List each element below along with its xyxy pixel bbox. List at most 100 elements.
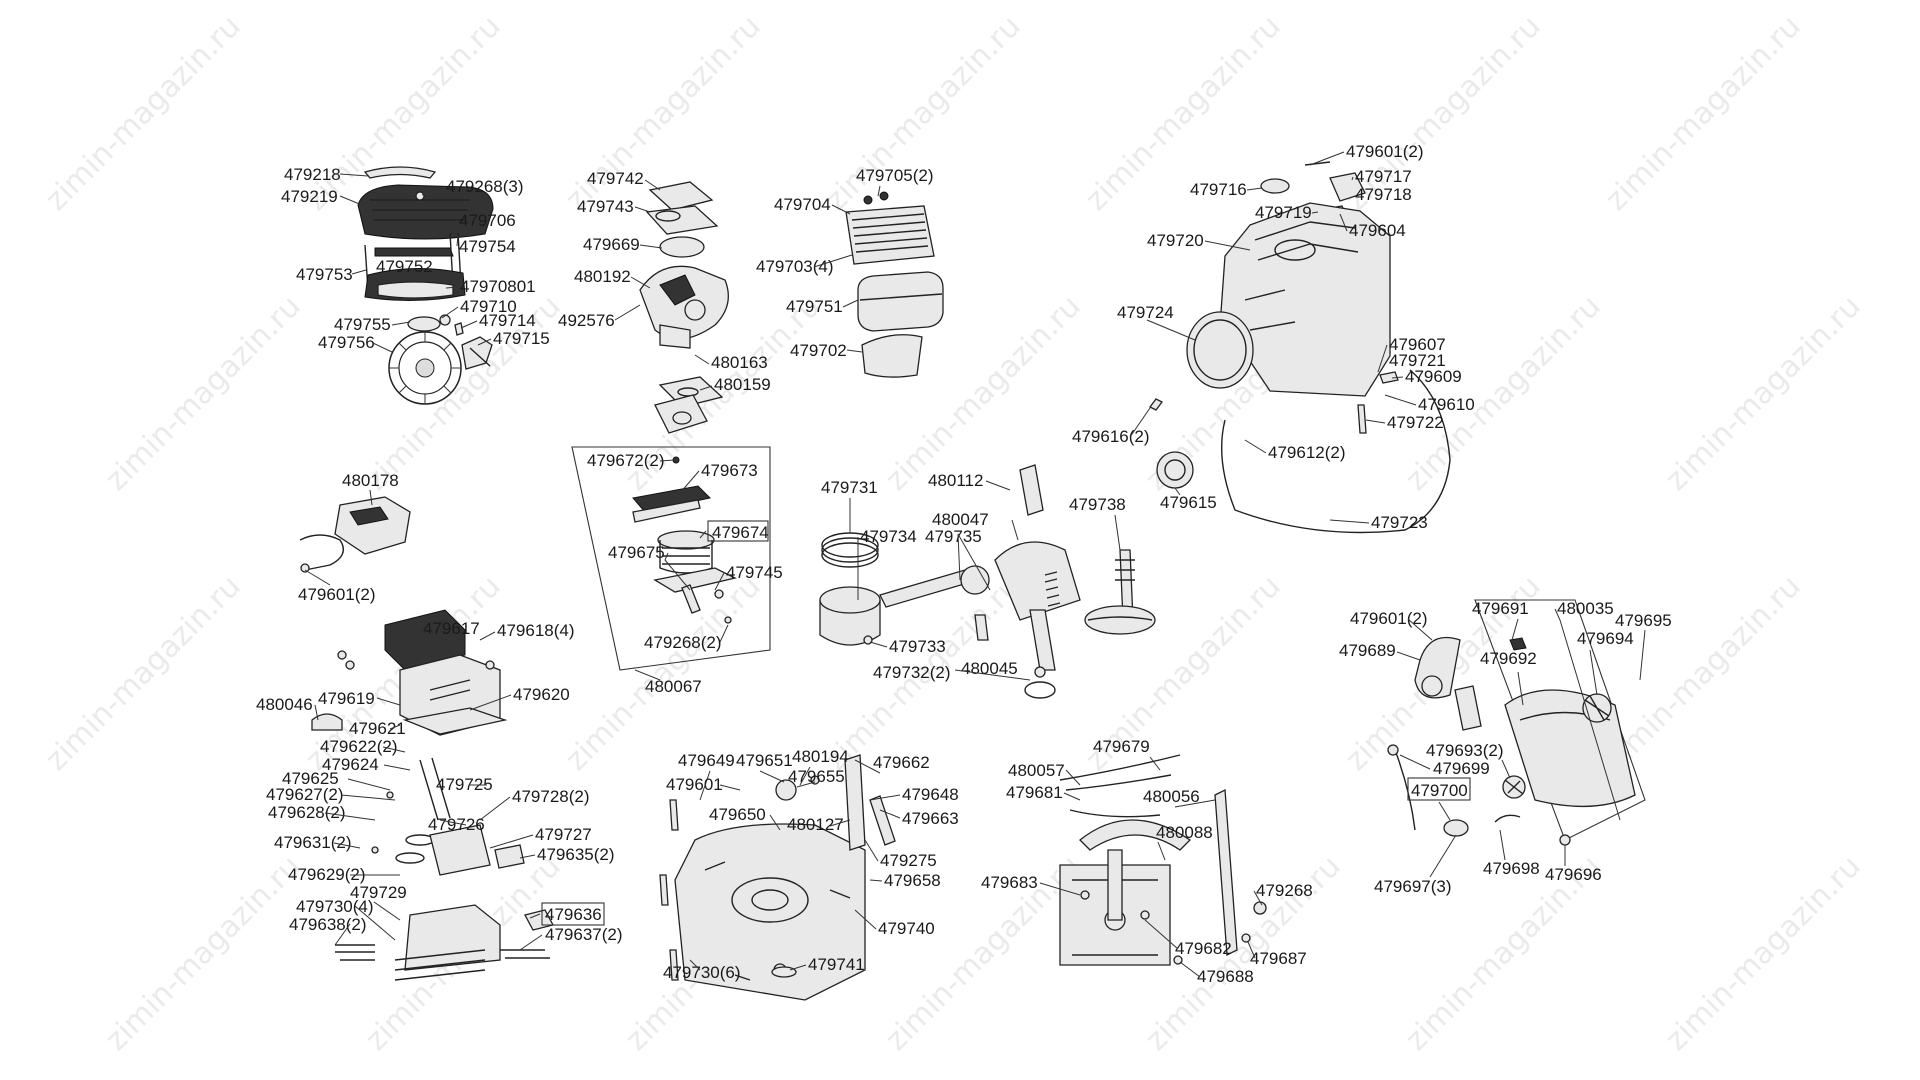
crankcase-group xyxy=(1149,161,1451,534)
part-illustrations xyxy=(299,161,1646,1001)
part-label: 479649 xyxy=(678,751,735,770)
part-label: 479694 xyxy=(1577,629,1634,648)
part-label: 480159 xyxy=(714,375,771,394)
part-label: 479648 xyxy=(902,785,959,804)
part-label: 479662 xyxy=(873,753,930,772)
part-label: 479696 xyxy=(1545,865,1602,884)
part-label: 479715 xyxy=(493,329,550,348)
part-label: 479697(3) xyxy=(1374,877,1452,896)
part-label: 479268(2) xyxy=(644,633,722,652)
watermark-text: zimin-magazin.ru xyxy=(99,849,308,1058)
part-label: 479650 xyxy=(709,805,766,824)
part-label: 479698 xyxy=(1483,859,1540,878)
part-label: 479268 xyxy=(1256,881,1313,900)
part-label: 479612(2) xyxy=(1268,443,1346,462)
part-label: 479726 xyxy=(428,815,485,834)
part-label: 479700 xyxy=(1411,781,1468,800)
part-label: 480194 xyxy=(792,747,849,766)
watermark-text: zimin-magazin.ru xyxy=(1079,9,1288,218)
part-label: 479219 xyxy=(281,187,338,206)
muffler-group xyxy=(845,191,944,378)
part-label: 479722 xyxy=(1387,413,1444,432)
part-label: 479742 xyxy=(587,169,644,188)
part-label: 479617 xyxy=(423,619,480,638)
watermark-text: zimin-magazin.ru xyxy=(1659,849,1868,1058)
part-label: 480047 xyxy=(932,510,989,529)
watermark-text: zimin-magazin.ru xyxy=(559,569,768,778)
part-label: 480192 xyxy=(574,267,631,286)
part-label: 479706 xyxy=(459,211,516,230)
part-label: 479735 xyxy=(925,527,982,546)
carburetor-group xyxy=(639,181,729,434)
part-label: 479631(2) xyxy=(274,833,352,852)
watermark-text: zimin-magazin.ru xyxy=(1599,569,1808,778)
part-label: 479717 xyxy=(1355,167,1412,186)
watermark-text: zimin-magazin.ru xyxy=(39,569,248,778)
part-label: 479723 xyxy=(1371,513,1428,532)
part-label: 479629(2) xyxy=(288,865,366,884)
part-label: 479672(2) xyxy=(587,451,665,470)
highlight-box xyxy=(707,520,769,542)
part-label: 479705(2) xyxy=(856,166,934,185)
part-label: 479601(2) xyxy=(298,585,376,604)
part-label: 479733 xyxy=(889,637,946,656)
part-label: 479692 xyxy=(1480,649,1537,668)
part-label: 479268(3) xyxy=(446,177,524,196)
part-label: 479751 xyxy=(786,297,843,316)
watermark-text: zimin-magazin.ru xyxy=(1659,289,1868,498)
part-labels: 479218 479268(3) 479219 479706 479754 47… xyxy=(256,142,1672,986)
part-label: 480127 xyxy=(787,815,844,834)
part-label: 479638(2) xyxy=(289,915,367,934)
part-label: 479714 xyxy=(479,311,536,330)
air-cleaner-group xyxy=(357,166,494,405)
part-label: 479753 xyxy=(296,265,353,284)
part-label: 480057 xyxy=(1008,761,1065,780)
part-label: 479627(2) xyxy=(266,785,344,804)
part-label: 479615 xyxy=(1160,493,1217,512)
part-label: 479743 xyxy=(577,197,634,216)
part-label: 479725 xyxy=(436,775,493,794)
part-label: 479687 xyxy=(1250,949,1307,968)
part-label: 479682 xyxy=(1175,939,1232,958)
part-label: 479729 xyxy=(350,883,407,902)
part-label: 480088 xyxy=(1156,823,1213,842)
part-label: 479730(6) xyxy=(663,963,741,982)
part-label: 479718 xyxy=(1355,185,1412,204)
part-label: 479674 xyxy=(712,523,769,542)
part-label: 479752 xyxy=(376,257,433,276)
part-label: 479740 xyxy=(878,919,935,938)
part-label: 479601(2) xyxy=(1346,142,1424,161)
part-label: 479601 xyxy=(666,775,723,794)
leader-lines xyxy=(304,151,1646,978)
part-label: 479703(4) xyxy=(756,257,834,276)
part-label: 479625 xyxy=(282,769,339,788)
part-label: 479716 xyxy=(1190,180,1247,199)
part-label: 479618(4) xyxy=(497,621,575,640)
part-label: 479673 xyxy=(701,461,758,480)
part-label: 479607 xyxy=(1389,335,1446,354)
part-label: 479688 xyxy=(1197,967,1254,986)
part-label: 479610 xyxy=(1418,395,1475,414)
part-label: 479699 xyxy=(1433,759,1490,778)
part-label: 479663 xyxy=(902,809,959,828)
part-label: 480112 xyxy=(928,471,983,490)
part-label: 479754 xyxy=(459,237,516,256)
part-label: 479732(2) xyxy=(873,663,951,682)
part-label: 479741 xyxy=(808,955,865,974)
part-label: 479679 xyxy=(1093,737,1150,756)
control-panel-group xyxy=(1059,754,1267,966)
part-label: 480067 xyxy=(645,677,702,696)
highlight-box xyxy=(541,902,605,926)
part-label: 479651 xyxy=(736,751,793,770)
watermark-text: zimin-magazin.ru xyxy=(39,9,248,218)
part-label: 479675 xyxy=(608,543,665,562)
part-label: 480035 xyxy=(1557,599,1614,618)
part-label: 479681 xyxy=(1006,783,1063,802)
part-label: 479704 xyxy=(774,195,831,214)
part-label: 479702 xyxy=(790,341,847,360)
part-label: 479721 xyxy=(1389,351,1446,370)
part-label: 479755 xyxy=(334,315,391,334)
part-label: 492576 xyxy=(558,311,615,330)
part-label: 479683 xyxy=(981,873,1038,892)
